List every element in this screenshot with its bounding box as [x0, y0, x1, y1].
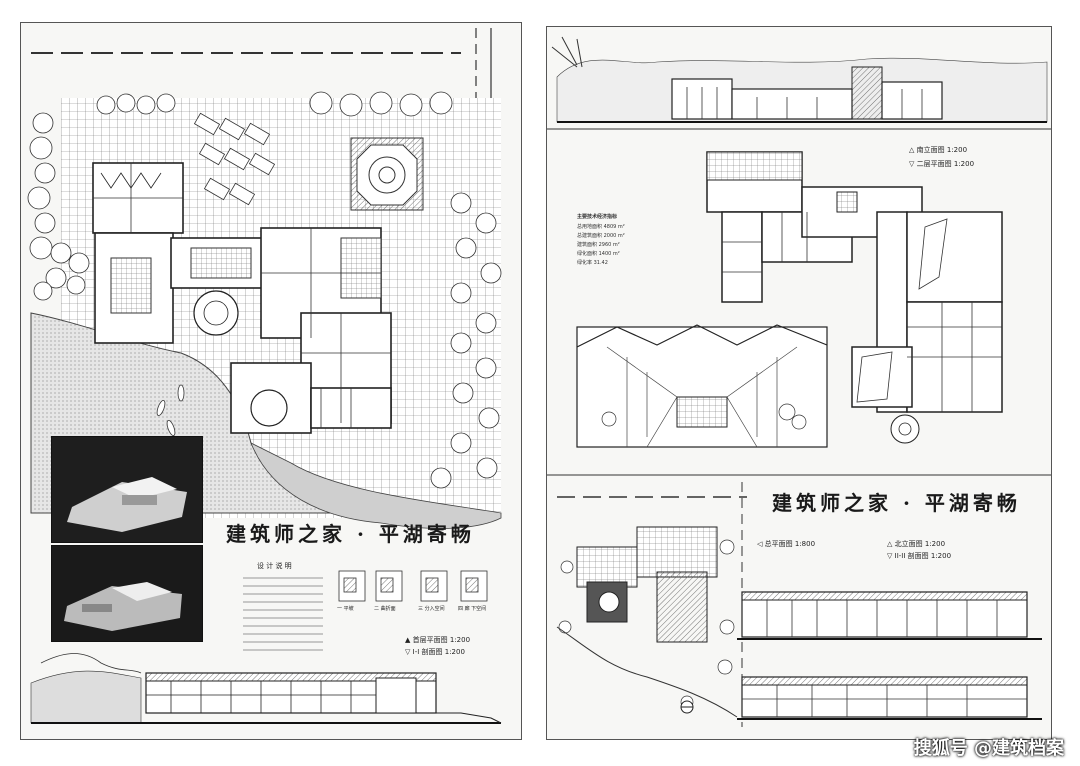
diagram-caption-3: 三 分入空间 [418, 606, 445, 612]
stat-row: 建筑面积 2960 m² [577, 242, 620, 248]
design-notes-heading: 设 计 说 明 [257, 562, 292, 570]
section-2 [737, 676, 1042, 720]
triangle-down-icon: ▽ [909, 160, 915, 168]
right-sheet-drawing [547, 36, 1051, 727]
legend-section-2: ▽ II-II 剖面图 1:200 [887, 552, 952, 560]
stats-heading: 主要技术经济指标 [577, 214, 618, 220]
stat-row: 绿化面积 1400 m² [577, 251, 620, 257]
legend-site-plan: ◁ 总平面图 1:800 [757, 540, 816, 548]
triangle-up-icon: ▲ [405, 636, 411, 644]
stat-row: 总建筑面积 2000 m² [577, 233, 625, 239]
interior-perspective [576, 324, 828, 448]
stat-row: 总用地面积 4809 m² [577, 224, 625, 230]
triangle-down-icon: ▽ [887, 552, 893, 560]
triangle-left-icon: ◁ [757, 540, 763, 548]
legend-section-1: ▽ I-I 剖面图 1:200 [405, 648, 465, 656]
legend-ground-floor: ▲ 首层平面图 1:200 [405, 636, 471, 644]
model-photo-1 [51, 436, 203, 543]
legend-north-elevation: △ 北立面图 1:200 [887, 540, 946, 548]
triangle-up-icon: △ [887, 540, 893, 548]
left-sheet-title: 建筑师之家 · 平湖寄畅 [226, 522, 475, 546]
tree-row-right [430, 192, 502, 489]
right-drawing-sheet: △ 南立面图 1:200 ▽ 二层平面图 1:200 主要技术经济指标 总用地面… [546, 26, 1052, 740]
watermark: 搜狐号 @建筑档案 [913, 738, 1064, 759]
right-sheet-title: 建筑师之家 · 平湖寄畅 [772, 491, 1021, 515]
tree-row-left [27, 112, 90, 301]
triangle-up-icon: △ [909, 146, 915, 154]
site-plan [556, 526, 738, 718]
legend-south-elevation: △ 南立面图 1:200 [909, 146, 968, 154]
design-notes-text [243, 577, 323, 651]
section-drawing [30, 653, 502, 724]
left-sheet-drawing [27, 28, 502, 724]
octagon-court [356, 144, 418, 206]
model-photo-2 [51, 545, 203, 642]
concept-diagrams [338, 570, 488, 602]
triangle-down-icon: ▽ [405, 648, 411, 656]
left-drawing-sheet: 建筑师之家 · 平湖寄畅 设 计 说 明 一 平坡 二 曲折面 三 分入空间 四… [20, 22, 522, 740]
diagram-caption-1: 一 平坡 [337, 606, 354, 612]
tree-row-top [96, 91, 453, 117]
legend-second-floor: ▽ 二层平面图 1:200 [909, 160, 975, 168]
diagram-caption-4: 四 廊 下空间 [458, 606, 487, 612]
stat-row: 绿化率 31.42 [577, 260, 608, 266]
diagram-caption-2: 二 曲折面 [374, 606, 396, 612]
south-elevation [551, 36, 1048, 123]
north-elevation [737, 591, 1042, 640]
